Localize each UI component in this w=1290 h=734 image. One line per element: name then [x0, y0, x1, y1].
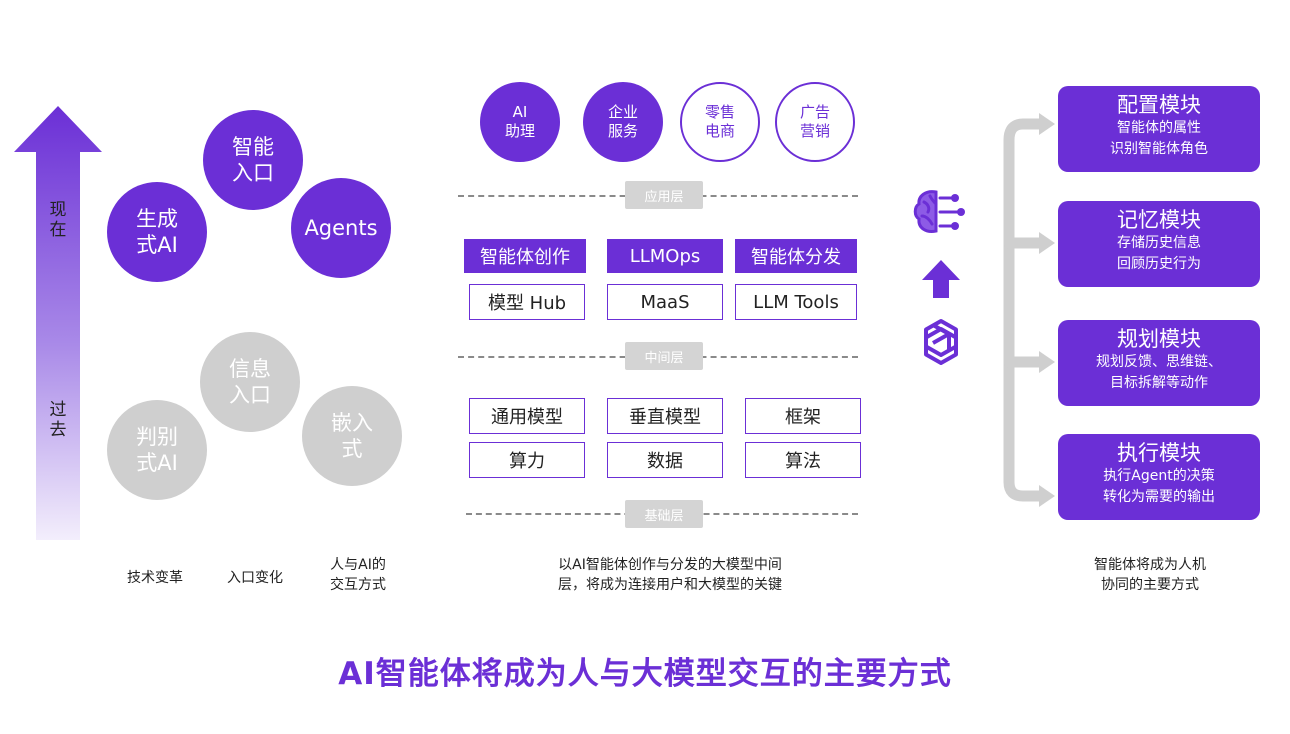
- mid-box-llmops: LLMOps: [607, 239, 723, 273]
- mid-box-maas: MaaS: [607, 284, 723, 320]
- layer-tag-base: 基础层: [625, 500, 703, 528]
- caption-middle-layer: 以AI智能体创作与分发的大模型中间 层，将成为连接用户和大模型的关键: [558, 557, 782, 594]
- layer-tag-mid: 中间层: [625, 342, 703, 370]
- module-planning: 规划模块 规划反馈、思维链、 目标拆解等动作: [1058, 320, 1260, 406]
- base-box-vertical-model: 垂直模型: [607, 398, 723, 434]
- base-box-framework: 框架: [745, 398, 861, 434]
- caption-right: 智能体将成为人机 协同的主要方式: [1094, 557, 1206, 594]
- circle-embedded: 嵌入式: [302, 386, 402, 486]
- caption-entry-change: 入口变化: [227, 570, 283, 586]
- axis-label-now: 现在: [49, 200, 67, 241]
- page-title: AI智能体将成为人与大模型交互的主要方式: [338, 656, 952, 692]
- module-execution: 执行模块 执行Agent的决策 转化为需要的输出: [1058, 434, 1260, 520]
- circle-agents: Agents: [291, 178, 391, 278]
- mid-box-model-hub: 模型 Hub: [469, 284, 585, 320]
- app-circle-enterprise: 企业服务: [583, 82, 663, 162]
- app-circle-retail: 零售电商: [680, 82, 760, 162]
- module-memory: 记忆模块 存储历史信息 回顾历史行为: [1058, 201, 1260, 287]
- mid-box-agent-distribution: 智能体分发: [735, 239, 857, 273]
- mid-box-llm-tools: LLM Tools: [735, 284, 857, 320]
- circle-generative-ai: 生成式AI: [107, 182, 207, 282]
- openai-logo-icon: [924, 319, 958, 365]
- circle-discriminative-ai: 判别式AI: [107, 400, 207, 500]
- base-box-compute: 算力: [469, 442, 585, 478]
- circle-smart-entry: 智能入口: [203, 110, 303, 210]
- up-arrow-icon: [922, 260, 960, 298]
- timeline-arrow: [14, 106, 102, 540]
- caption-interaction: 人与AI的 交互方式: [330, 557, 386, 594]
- base-box-data: 数据: [607, 442, 723, 478]
- app-circle-advertising: 广告营销: [775, 82, 855, 162]
- branch-connector: [1003, 113, 1055, 507]
- base-box-general-model: 通用模型: [469, 398, 585, 434]
- circle-info-entry: 信息入口: [200, 332, 300, 432]
- module-config: 配置模块 智能体的属性 识别智能体角色: [1058, 86, 1260, 172]
- caption-tech-change: 技术变革: [127, 570, 183, 586]
- mid-box-agent-creation: 智能体创作: [464, 239, 586, 273]
- brain-icon: [913, 190, 965, 233]
- layer-tag-app: 应用层: [625, 181, 703, 209]
- base-box-algorithm: 算法: [745, 442, 861, 478]
- axis-label-past: 过去: [49, 400, 67, 441]
